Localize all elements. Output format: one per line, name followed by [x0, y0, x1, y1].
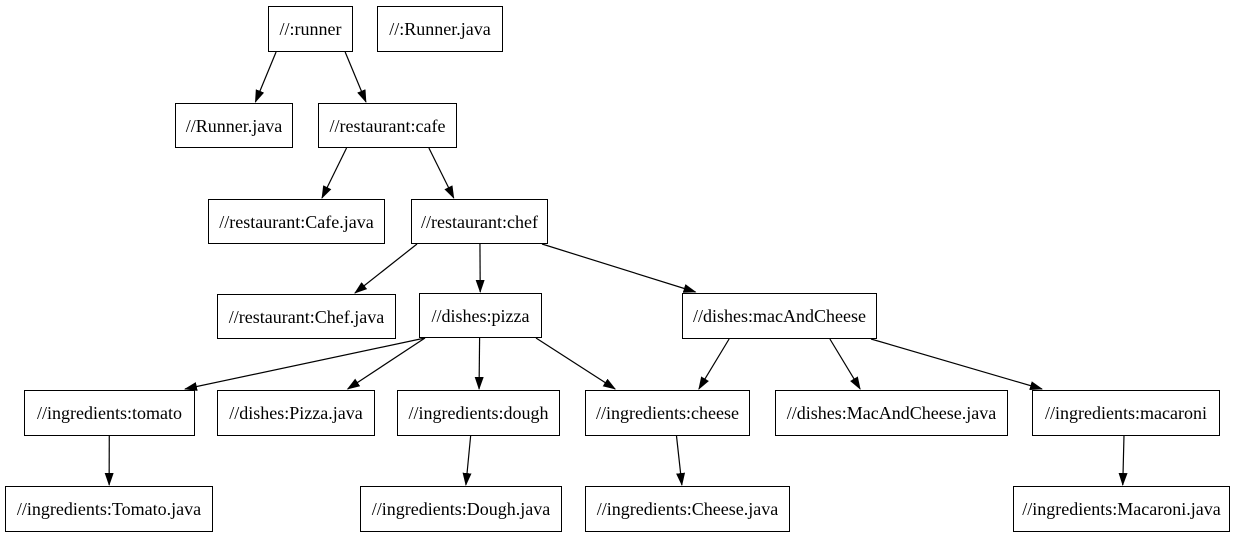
node-cafe: //restaurant:cafe: [318, 103, 457, 148]
node-label: //:Runner.java: [389, 19, 491, 39]
node-label: //restaurant:cafe: [329, 115, 446, 136]
node-mac-and-cheese: //dishes:macAndCheese: [682, 293, 877, 339]
node-label: //ingredients:Cheese.java: [596, 499, 779, 519]
node-label: //restaurant:Chef.java: [228, 306, 385, 327]
edge-cheese-to-cheese-java: [675, 435, 686, 486]
node-chef: //restaurant:chef: [411, 199, 548, 244]
node-runner-java: //Runner.java: [175, 103, 293, 148]
node-label: //dishes:MacAndCheese.java: [786, 403, 997, 423]
edge-pizza-to-cheese: [535, 337, 616, 390]
node-cheese: //ingredients:cheese: [585, 390, 750, 436]
node-macaroni-java: //ingredients:Macaroni.java: [1013, 486, 1230, 532]
node-label: //ingredients:tomato: [37, 403, 182, 423]
node-label: //ingredients:Tomato.java: [16, 499, 202, 519]
edge-chef-to-mac-and-cheese: [541, 243, 697, 293]
node-cafe-java: //restaurant:Cafe.java: [208, 199, 385, 244]
node-mac-and-cheese-java: //dishes:MacAndCheese.java: [775, 390, 1008, 436]
edge-pizza-to-tomato: [184, 337, 426, 391]
node-dough-java: //ingredients:Dough.java: [360, 486, 562, 532]
edge-mac-and-cheese-to-cheese: [698, 338, 730, 390]
node-dough: //ingredients:dough: [397, 390, 560, 436]
edge-chef-to-chef-java: [354, 243, 418, 294]
edge-mac-and-cheese-to-mac-and-cheese-java: [829, 338, 861, 390]
node-label: //Runner.java: [185, 115, 283, 136]
node-label: //dishes:Pizza.java: [229, 403, 363, 423]
node-label: //dishes:macAndCheese: [693, 306, 866, 326]
node-runner: //:runner: [268, 6, 353, 52]
node-cheese-java: //ingredients:Cheese.java: [585, 486, 790, 532]
node-pizza: //dishes:pizza: [419, 293, 542, 338]
edge-macaroni-to-macaroni-java: [1118, 435, 1128, 486]
node-tomato-java: //ingredients:Tomato.java: [5, 486, 213, 532]
node-tomato: //ingredients:tomato: [24, 390, 195, 436]
node-label: //ingredients:dough: [408, 403, 549, 423]
edge-cafe-to-chef: [428, 147, 455, 199]
node-label: //ingredients:Dough.java: [371, 499, 551, 519]
node-runner-java-root: //:Runner.java: [377, 6, 503, 52]
node-label: //ingredients:macaroni: [1045, 403, 1207, 423]
node-label: //ingredients:cheese: [596, 403, 739, 423]
node-label: //ingredients:Macaroni.java: [1022, 499, 1221, 519]
node-chef-java: //restaurant:Chef.java: [217, 294, 396, 339]
edge-pizza-to-pizza-java: [346, 337, 426, 390]
node-pizza-java: //dishes:Pizza.java: [217, 390, 375, 436]
node-label: //restaurant:chef: [421, 211, 538, 232]
node-label: //dishes:pizza: [431, 305, 530, 326]
edge-runner-to-cafe: [344, 51, 367, 103]
edge-dough-to-dough-java: [462, 435, 472, 486]
node-label: //:runner: [279, 19, 342, 39]
edge-pizza-to-dough: [474, 337, 484, 390]
edge-cafe-to-cafe-java: [321, 147, 348, 199]
node-label: //restaurant:Cafe.java: [219, 211, 374, 232]
node-macaroni: //ingredients:macaroni: [1032, 390, 1220, 436]
edge-mac-and-cheese-to-macaroni: [870, 338, 1043, 390]
edge-runner-to-runner-java: [254, 51, 277, 103]
